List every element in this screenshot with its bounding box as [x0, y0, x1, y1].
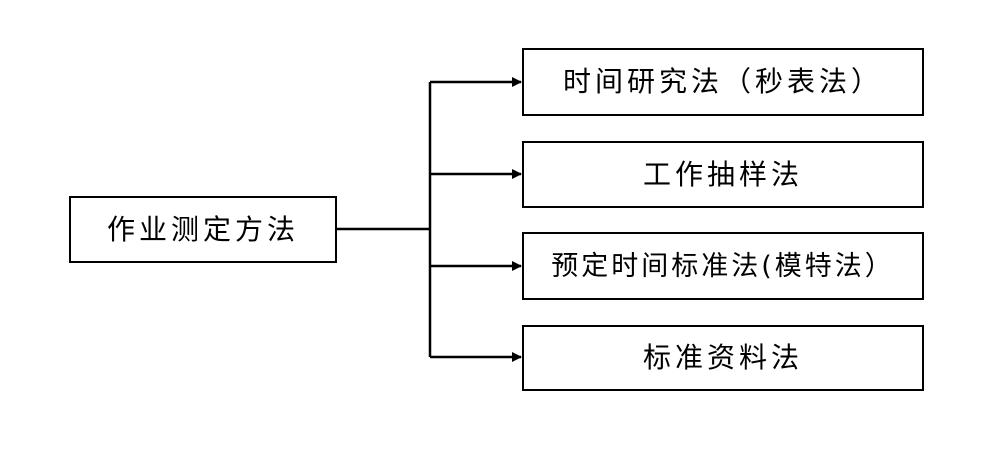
child-node-label: 工作抽样法 [642, 157, 803, 191]
root-node-label: 作业测定方法 [106, 212, 299, 246]
child-node-work-sampling: 工作抽样法 [522, 141, 924, 208]
child-node-standard-data: 标准资料法 [522, 325, 924, 391]
child-node-label: 时间研究法（秒表法） [562, 65, 883, 98]
child-node-time-study: 时间研究法（秒表法） [522, 48, 924, 116]
child-node-predetermined-time: 预定时间标准法(模特法） [522, 232, 924, 300]
root-node: 作业测定方法 [69, 196, 337, 263]
child-node-label: 预定时间标准法(模特法） [551, 250, 895, 282]
child-node-label: 标准资料法 [642, 341, 803, 374]
